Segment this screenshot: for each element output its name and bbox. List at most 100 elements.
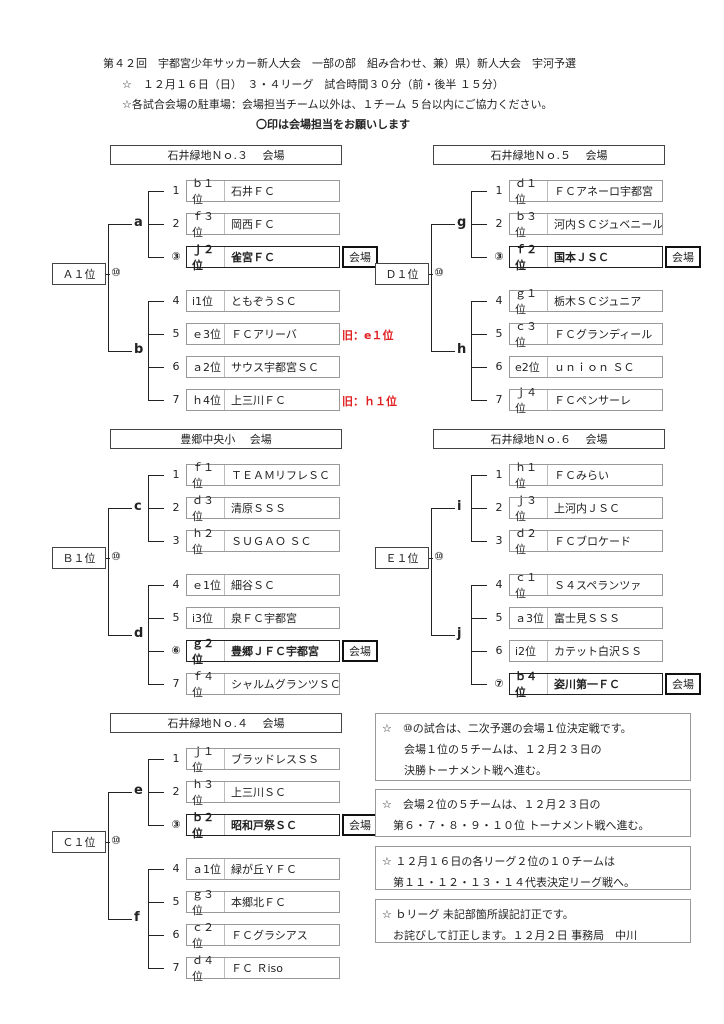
team-entry: ｈ３位上三川ＳＣ <box>186 778 340 807</box>
bracket-line <box>471 585 487 586</box>
team-entry: ｆ２位国本ＪＳＣ <box>509 243 663 272</box>
match-number: 1 <box>172 752 180 765</box>
bracket-line <box>471 508 487 509</box>
bracket-line <box>108 351 132 352</box>
group-label: a <box>134 215 143 230</box>
bracket-line <box>431 635 455 636</box>
team-rank: ｈ２位 <box>187 527 225 556</box>
team-rank: ａ1位 <box>187 859 225 879</box>
match-number: 6 <box>172 360 180 373</box>
match-number: 7 <box>172 677 180 690</box>
bracket-line <box>108 508 109 636</box>
group-label: b <box>134 342 144 357</box>
team-name: 上三川ＦＣ <box>231 394 286 407</box>
note-line: ☆ ｂリーグ 未記部箇所誤記訂正です。 <box>382 908 574 921</box>
bracket-line <box>148 651 164 652</box>
match-number: 4 <box>495 294 503 307</box>
team-name: 石井ＦＣ <box>231 185 275 198</box>
host-notice: 〇印は会場担当をお願いします <box>256 118 410 131</box>
bracket-line <box>148 334 164 335</box>
bracket-line <box>148 508 164 509</box>
note-line: ☆ １２月１６日の各リーグ２位の１０チームは <box>382 855 616 868</box>
match-number: 6 <box>172 928 180 941</box>
match-number: ⑥ <box>171 644 181 657</box>
team-name: 緑が丘ＹＦＣ <box>231 863 297 876</box>
match-number: 1 <box>172 184 180 197</box>
match-number: 1 <box>495 468 503 481</box>
team-entry: ｊ３位上河内ＪＳＣ <box>509 494 663 523</box>
team-name: ＦＣアリーバ <box>231 328 297 341</box>
bracket-line <box>431 508 455 509</box>
team-rank: e2位 <box>510 357 548 377</box>
match-number: 5 <box>172 327 180 340</box>
correction-note: 旧：ｈ１位 <box>342 395 397 408</box>
match-number: 5 <box>172 895 180 908</box>
team-name: ＦＣグラシアス <box>231 929 308 942</box>
team-rank: ｂ４位 <box>510 670 548 699</box>
team-name: ＦＣブロケード <box>554 535 631 548</box>
match-number: 2 <box>495 501 503 514</box>
match-number: 7 <box>495 393 503 406</box>
note-box: ☆ 会場２位の５チームは、１２月２３日の 第６・７・８・９・１０位 トーナメント… <box>375 789 691 837</box>
team-name: ＴＥＡＭリフレＳＣ <box>231 469 330 482</box>
group-label: c <box>134 499 142 514</box>
team-entry: e2位 ｕｎｉｏｎ ＳＣ <box>509 356 663 378</box>
note-box: ☆ ⑩の試合は、二次予選の会場１位決定戦です。 会場１位の５チームは、１２月２３… <box>375 713 691 781</box>
final-match-mark: ⑩ <box>111 834 121 847</box>
match-number: ③ <box>494 250 504 263</box>
team-rank: ｆ３位 <box>187 210 225 239</box>
team-name: 上三川ＳＣ <box>231 786 286 799</box>
title-line: 第４２回 宇都宮少年サッカー新人大会 一部の部 組み合わせ、兼）県）新人大会 宇… <box>103 57 576 70</box>
team-entry: i2位カテット白沢ＳＳ <box>509 640 663 662</box>
group-label: i <box>457 499 462 514</box>
seed-box: Ａ１位 <box>52 263 106 285</box>
bracket-line <box>148 968 164 969</box>
match-number: 1 <box>495 184 503 197</box>
bracket-line <box>431 224 432 352</box>
group-label: g <box>457 215 467 230</box>
team-rank: ａ3位 <box>510 608 548 628</box>
bracket-line <box>471 191 487 192</box>
team-rank: ｈ３位 <box>187 778 225 807</box>
team-entry: ａ3位富士見ＳＳＳ <box>509 607 663 629</box>
team-rank: ｊ４位 <box>510 386 548 415</box>
bracket-line <box>148 935 164 936</box>
team-rank: ｄ３位 <box>187 494 225 523</box>
match-number: 5 <box>495 611 503 624</box>
team-name: 泉ＦＣ宇都宮 <box>231 612 297 625</box>
team-name: シャルムグランツＳＣ <box>231 678 339 691</box>
team-name: 清原ＳＳＳ <box>231 502 286 515</box>
match-number: 4 <box>495 578 503 591</box>
team-entry: ｆ４位シャルムグランツＳＣ <box>186 670 340 699</box>
team-name: ｕｎｉｏｎ ＳＣ <box>554 361 635 374</box>
bracket-line <box>471 651 487 652</box>
team-name: ブラッドレスＳＳ <box>231 753 319 766</box>
match-number: 2 <box>495 217 503 230</box>
bracket-line <box>148 541 164 542</box>
team-rank: ｂ２位 <box>187 811 225 840</box>
team-rank: ｇ３位 <box>187 888 225 917</box>
match-number: 4 <box>172 294 180 307</box>
match-number: ③ <box>171 818 181 831</box>
team-entry: ｊ１位ブラッドレスＳＳ <box>186 745 340 774</box>
team-name: 富士見ＳＳＳ <box>554 612 620 625</box>
team-name: 栃木ＳＣジュニア <box>554 295 642 308</box>
note-line: 会場１位の５チームは、１２月２３日の <box>382 743 602 756</box>
final-match-mark: ⑩ <box>111 550 121 563</box>
final-match-mark: ⑩ <box>111 266 121 279</box>
note-line: ☆ ⑩の試合は、二次予選の会場１位決定戦です。 <box>382 722 632 735</box>
bracket-line <box>148 257 164 258</box>
bracket-line <box>108 919 132 920</box>
bracket-line <box>148 585 164 586</box>
host-marker: 会場 <box>665 673 701 695</box>
host-marker: 会場 <box>342 640 378 662</box>
bracket-line <box>471 257 487 258</box>
team-rank: ｄ４位 <box>187 954 225 983</box>
bracket-line <box>108 792 132 793</box>
venue-title: 石井緑地Ｎｏ.６ 会場 <box>433 429 665 449</box>
